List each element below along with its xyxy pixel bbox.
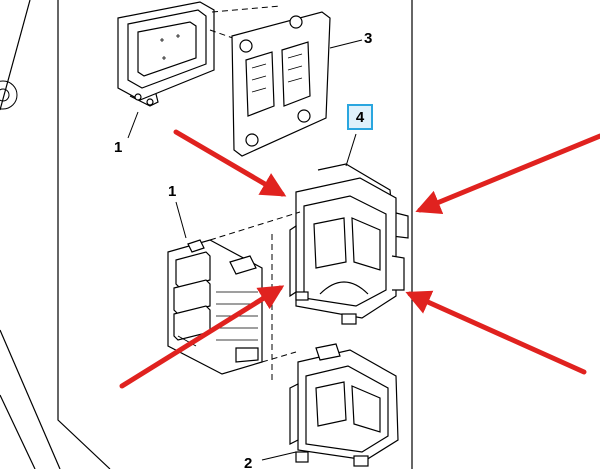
module-cradle-lower <box>289 343 399 467</box>
red-arrow-top-right <box>415 133 600 214</box>
callout-ecm-top: 1 <box>114 139 123 156</box>
red-arrows <box>119 129 600 389</box>
callout-ecm-lower: 1 <box>168 183 177 200</box>
mounting-bracket <box>231 11 331 157</box>
red-arrow-bottom-right <box>405 290 587 375</box>
left-edge-feature <box>0 80 18 110</box>
callout-highlighted-part: 4 <box>347 104 373 130</box>
callout-bottom-part: 2 <box>244 455 253 472</box>
ecm-module-top <box>117 1 215 107</box>
leader-lines <box>127 39 363 461</box>
ecm-module-lower <box>167 239 263 375</box>
callout-bracket: 3 <box>364 30 373 47</box>
red-arrow-bottom-left <box>119 285 285 389</box>
frame-lines <box>0 0 413 469</box>
module-cradle-upper <box>289 163 409 325</box>
red-arrow-top-left <box>173 129 287 197</box>
